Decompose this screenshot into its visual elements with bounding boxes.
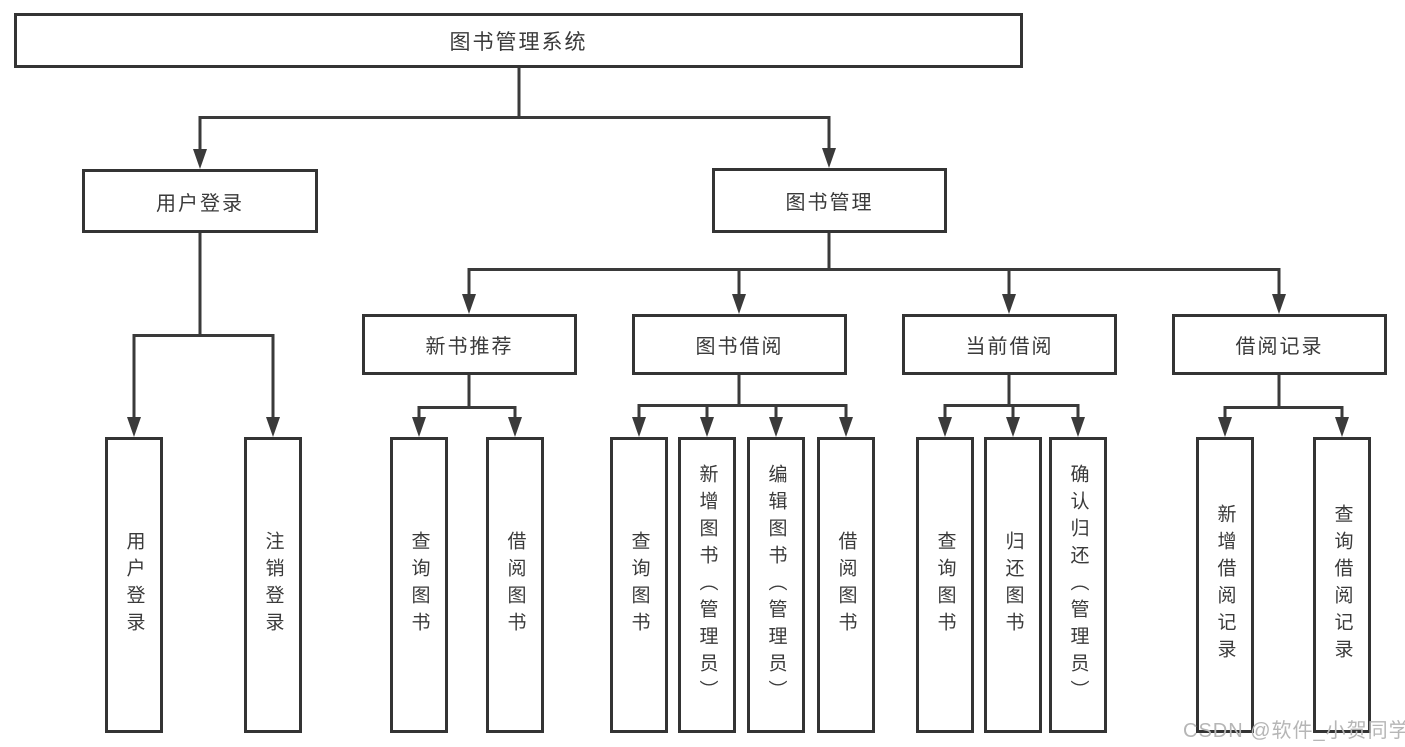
node-new-book-recommend: 新书推荐 [362,314,577,375]
node-current-borrow: 当前借阅 [902,314,1117,375]
leaf-borrow-borrow-books: 借阅图书 [817,437,875,733]
leaf-borrow-add-books-admin-label: 新增图书（管理员） [696,463,718,707]
leaf-borrow-add-books-admin: 新增图书（管理员） [678,437,736,733]
leaf-borrow-query-books: 查询图书 [610,437,668,733]
node-user-login: 用户登录 [82,169,318,233]
node-root: 图书管理系统 [14,13,1023,68]
leaf-logout: 注销登录 [244,437,302,733]
leaf-current-confirm-return-admin: 确认归还（管理员） [1049,437,1107,733]
leaf-records-add-record: 新增借阅记录 [1196,437,1254,733]
node-current-borrow-label: 当前借阅 [965,336,1054,358]
leaf-current-return-books: 归还图书 [984,437,1042,733]
leaf-borrow-edit-books-admin-label: 编辑图书（管理员） [765,463,787,707]
leaf-current-query-books: 查询图书 [916,437,974,733]
node-user-login-label: 用户登录 [156,192,244,215]
node-book-borrow: 图书借阅 [632,314,847,375]
node-book-management: 图书管理 [712,168,947,233]
leaf-recommend-query-books: 查询图书 [390,437,448,733]
node-borrow-records: 借阅记录 [1172,314,1387,375]
leaf-recommend-borrow-books-label: 借阅图书 [504,531,526,639]
leaf-recommend-query-books-label: 查询图书 [408,531,430,639]
node-root-label: 图书管理系统 [449,30,588,54]
leaf-user-login: 用户登录 [105,437,163,733]
node-book-management-label: 图书管理 [785,192,874,214]
node-book-borrow-label: 图书借阅 [695,336,784,358]
leaf-borrow-edit-books-admin: 编辑图书（管理员） [747,437,805,733]
leaf-current-confirm-return-admin-label: 确认归还（管理员） [1067,463,1089,707]
node-new-book-recommend-label: 新书推荐 [425,336,514,358]
watermark-text: CSDN @软件_小贺同学 [1183,720,1405,742]
leaf-records-query-record: 查询借阅记录 [1313,437,1371,733]
leaf-borrow-query-books-label: 查询图书 [628,531,650,639]
leaf-borrow-borrow-books-label: 借阅图书 [835,531,857,639]
leaf-records-query-record-label: 查询借阅记录 [1331,504,1353,666]
leaf-user-login-label: 用户登录 [123,531,145,639]
leaf-logout-label: 注销登录 [262,531,284,639]
node-borrow-records-label: 借阅记录 [1235,336,1324,358]
leaf-current-return-books-label: 归还图书 [1002,531,1024,639]
leaf-current-query-books-label: 查询图书 [934,531,956,639]
leaf-recommend-borrow-books: 借阅图书 [486,437,544,733]
leaf-records-add-record-label: 新增借阅记录 [1214,504,1236,666]
